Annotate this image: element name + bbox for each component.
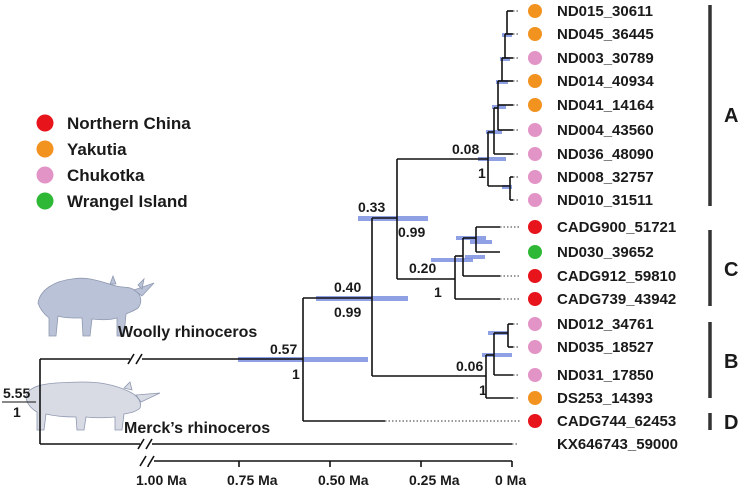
tip-marker [528,4,542,18]
tip-marker [528,170,542,184]
tip-labels: ND015_30611 ND045_36445 ND003_30789 ND01… [557,3,678,453]
tip-label: ND041_14164 [557,97,654,114]
ci-bar-a [478,157,506,161]
tip-label: ND015_30611 [557,3,653,20]
node-age-root: 5.55 [3,385,30,401]
tip-label: ND004_43560 [557,122,654,139]
axis-tick-label: 0.25 Ma [409,472,460,488]
node-age-woolly: 0.57 [270,341,297,357]
tip-label: ND030_39652 [557,244,654,261]
tip-label: CADG744_62453 [557,413,676,430]
tip-marker [528,368,542,382]
tip-label: ND008_32757 [557,169,654,186]
tip-marker [528,269,542,283]
tip-marker [528,51,542,65]
species-label-woolly: Woolly rhinoceros [118,324,257,341]
axis-break [139,455,147,467]
node-support-033: 0.99 [398,224,425,240]
ci-bar-a-inner4 [500,57,510,61]
ci-bars [238,33,512,362]
ci-bar-c [431,258,473,262]
tip-marker [528,123,542,137]
clade-label-d: D [724,412,738,434]
tip-marker [528,245,542,259]
legend-label-wrangel-island: Wrangel Island [67,192,188,211]
tip-label: KX646743_59000 [557,436,678,453]
tip-label: CADG739_43942 [557,291,676,308]
clade-label-a: A [724,105,738,127]
node-support-woolly: 1 [292,366,300,382]
tip-label: ND012_34761 [557,316,654,333]
node-support-clade-a: 1 [478,165,486,181]
legend-label-yakutia: Yakutia [67,140,127,159]
legend-swatch-northern-china [36,114,54,132]
axis-break-mask [142,456,154,466]
clade-labels: A C B D [724,105,738,434]
tip-marker [528,74,542,88]
tip-label: ND010_31511 [557,192,653,209]
legend-label-northern-china: Northern China [67,114,191,133]
tip-marker [528,27,542,41]
tip-label: ND035_18527 [557,339,654,356]
node-support-clade-c: 1 [434,284,442,300]
woolly-rhinoceros-silhouette [37,274,155,337]
tip-marker [528,98,542,112]
legend: Northern China Yakutia Chukotka Wrangel … [36,114,191,211]
axis-tick-label: 0.75 Ma [227,472,278,488]
node-support-040: 0.99 [334,304,361,320]
ci-bar-c-inner3 [465,255,485,259]
tip-label: ND036_48090 [557,146,654,163]
tip-label: ND003_30789 [557,50,654,67]
node-age-clade-a: 0.08 [452,141,479,157]
tip-label: CADG912_59810 [557,268,676,285]
node-labels: 5.55 1 0.57 1 0.40 0.99 0.33 0.99 0.08 1… [2,141,487,420]
tip-label: ND045_36445 [557,26,654,43]
tip-label: CADG900_51721 [557,219,676,236]
legend-label-chukotka: Chukotka [67,166,145,185]
time-axis: 1.00 Ma 0.75 Ma 0.50 Ma 0.25 Ma 0 Ma [136,455,526,488]
tip-label: ND031_17850 [557,367,654,384]
node-support-clade-b: 1 [479,382,487,398]
mercks-rhinoceros-silhouette [25,381,161,431]
ci-bar-a-inner5 [502,33,512,37]
node-age-033: 0.33 [358,199,385,215]
branches [39,10,513,445]
node-age-clade-b: 0.06 [456,358,483,374]
tip-marker [528,317,542,331]
node-age-clade-c: 0.20 [409,260,436,276]
legend-swatch-wrangel-island [36,192,54,210]
tip-marker [528,147,542,161]
axis-tick-label: 0.50 Ma [318,472,369,488]
ci-bar-a-inner6 [502,185,512,189]
node-support-root: 1 [13,404,21,420]
axis-breaks [127,353,153,450]
axis-break [147,455,155,467]
clade-label-c: C [724,259,738,281]
axis-tick-label: 1.00 Ma [136,472,187,488]
ci-bar-b [482,353,512,357]
axis-tick-label: 0 Ma [495,472,526,488]
tip-marker [528,292,542,306]
clade-label-b: B [724,351,738,373]
ci-bar-a-inner2 [492,105,506,109]
tip-markers [528,4,542,428]
legend-swatch-chukotka [36,166,54,184]
tip-extensions [385,10,521,445]
ci-bar-a-inner3 [496,80,508,84]
tip-marker [528,340,542,354]
species-label-merck: Merck’s rhinoceros [124,420,270,437]
tip-marker [528,391,542,405]
ci-bar-c-inner2 [470,240,492,244]
tip-marker [528,193,542,207]
tip-label: DS253_14393 [557,390,653,407]
legend-swatch-yakutia [36,140,54,158]
node-age-040: 0.40 [334,279,361,295]
tip-marker [528,220,542,234]
tip-marker [528,414,542,428]
tip-label: ND014_40934 [557,73,654,90]
